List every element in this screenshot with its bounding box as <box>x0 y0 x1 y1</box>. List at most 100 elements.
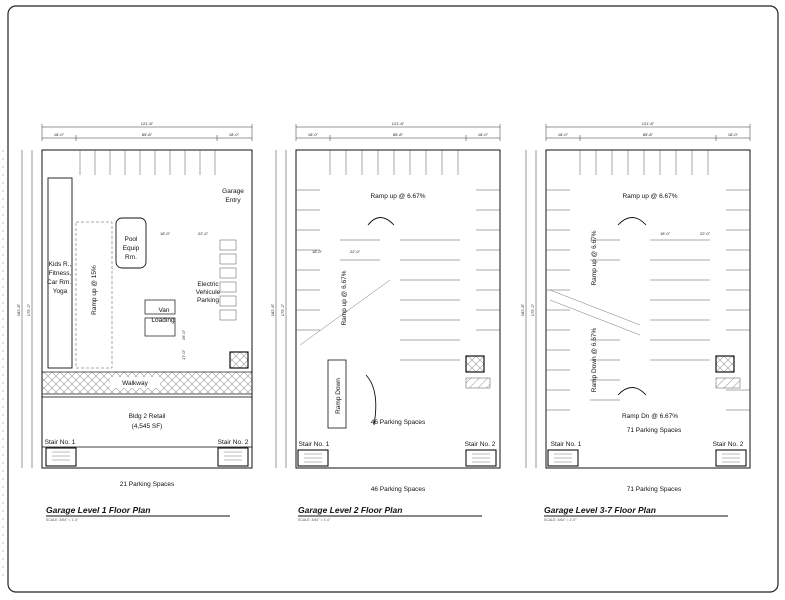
ramp-label: Ramp up @ 15% <box>91 265 98 315</box>
plan-title: Garage Level 3-7 Floor Plan <box>544 505 656 515</box>
stair1 <box>297 449 329 467</box>
ev-label-3: Parking <box>197 297 219 304</box>
dim-overall-width: 121'-8" <box>642 121 655 126</box>
stair1-label: Stair No. 1 <box>45 439 76 446</box>
ramp-down-label: Ramp Down <box>335 378 342 414</box>
stair2 <box>715 449 747 467</box>
plan-scale: SCALE: 3/64" = 1'-0" <box>544 518 577 522</box>
pool-label-2: Equip <box>123 245 140 252</box>
stair2 <box>465 449 497 467</box>
elevator-core <box>465 355 485 373</box>
plan-scale: SCALE: 3/64" = 1'-0" <box>46 518 79 522</box>
van-stall <box>144 299 176 315</box>
stair2-label: Stair No. 2 <box>218 439 249 446</box>
plan-level-3-7: 121'-8" 18'-0" 85'-8" 18'-0" 182'-8" 175… <box>520 121 751 522</box>
dim-seg-mid: 85'-8" <box>142 132 153 137</box>
kids-room-label-3: Car Rm., <box>47 279 73 286</box>
interior-parking-caption: 71 Parking Spaces <box>627 427 682 434</box>
pool-label-3: Rm. <box>125 254 137 261</box>
kids-room-label-1: Kids R., <box>49 261 72 268</box>
stair2-label: Stair No. 2 <box>713 441 744 448</box>
dim-d1: 22'-0" <box>198 231 209 236</box>
ramp-down-label: Ramp Down @ 6.67% <box>591 328 598 393</box>
dim-overall-height: 182'-8" <box>520 303 525 316</box>
ev-label-1: Electric <box>197 281 219 288</box>
dimension-strings <box>21 124 253 468</box>
retail-label-2: (4,545 SF) <box>132 423 163 430</box>
ramp-diagonal-1 <box>549 289 641 326</box>
ramp-top-label: Ramp up @ 6.67% <box>622 193 677 200</box>
ramp-diagonal <box>299 279 391 346</box>
stair2-treads <box>224 451 242 461</box>
dim-seg-mid: 85'-8" <box>393 132 404 137</box>
pool-label-1: Pool <box>124 236 138 243</box>
parking-caption: 46 Parking Spaces <box>371 486 426 493</box>
dim-inner-height: 175'-2" <box>26 303 31 316</box>
ev-stalls <box>219 239 237 321</box>
stall-lines <box>296 150 500 361</box>
kids-room-label-2: Fitness, <box>49 270 72 277</box>
dim-seg-left: 18'-0" <box>54 132 65 137</box>
ramp-vert-label: Ramp up @ 6.67% <box>341 270 348 325</box>
van-label: Van <box>158 307 169 314</box>
dim-seg-right: 18'-0" <box>229 132 240 137</box>
dim-d2: 18'-0" <box>660 231 671 236</box>
elevator-core <box>715 355 735 373</box>
dim-overall-width: 121'-8" <box>141 121 154 126</box>
loading-stall <box>144 317 176 337</box>
dimension-strings <box>525 124 751 468</box>
dim-d1: 22'-0" <box>350 249 361 254</box>
dim-inner-height: 175'-2" <box>530 303 535 316</box>
ramp-dn-label: Ramp Dn @ 6.67% <box>622 413 678 420</box>
dim-seg-left: 18'-0" <box>308 132 319 137</box>
plan-title: Garage Level 2 Floor Plan <box>298 505 402 515</box>
ramp-top-label: Ramp up @ 6.67% <box>370 193 425 200</box>
plan-scale: SCALE: 3/64" = 1'-0" <box>298 518 331 522</box>
hatched-area <box>715 377 741 389</box>
dim-d3: 26'-0" <box>181 329 186 340</box>
bldg2-retail <box>41 396 253 448</box>
stair1-label: Stair No. 1 <box>299 441 330 448</box>
dim-overall-width: 121'-8" <box>392 121 405 126</box>
dim-d4: 17'-0" <box>181 349 186 360</box>
top-stalls <box>79 150 216 175</box>
loading-label: Loading <box>151 317 175 324</box>
dim-d2: 18'-0" <box>312 249 323 254</box>
kids-fitness-room <box>47 177 73 369</box>
plan-outline <box>545 149 751 469</box>
kids-room-label-4: Yoga <box>53 288 68 295</box>
walkway-label: Walkway <box>122 380 149 387</box>
dim-overall-height: 182'-8" <box>270 303 275 316</box>
dim-seg-left: 18'-0" <box>558 132 569 137</box>
retail-label-1: Bldg 2 Retail <box>129 413 166 420</box>
parking-caption: 71 Parking Spaces <box>627 486 682 493</box>
ramp-down <box>327 359 347 429</box>
parking-caption: 21 Parking Spaces <box>120 481 175 488</box>
stair1-treads <box>52 451 70 461</box>
dim-inner-height: 175'-2" <box>280 303 285 316</box>
plan-level-2: 121'-8" 18'-0" 85'-8" 18'-0" 182'-8" 175… <box>270 121 501 522</box>
interior-parking-caption: 46 Parking Spaces <box>371 419 426 426</box>
ramp-arc-top <box>617 217 647 226</box>
stair1 <box>45 447 77 467</box>
plan-level-1: 121'-8" 18'-0" 85'-8" 18'-0" 182'-8" 175… <box>16 121 253 522</box>
garage-entry-label-1: Garage <box>222 188 244 195</box>
dim-seg-right: 18'-0" <box>478 132 489 137</box>
dim-seg-right: 18'-0" <box>728 132 739 137</box>
pool-equip-room <box>115 217 147 269</box>
plan-outline <box>41 149 253 469</box>
ramp-diagonal-2 <box>549 299 641 336</box>
stair2-label: Stair No. 2 <box>465 441 496 448</box>
dim-overall-height: 182'-8" <box>16 303 21 316</box>
sheet-border <box>7 5 779 593</box>
plan-outline <box>295 149 501 469</box>
dim-d1: 22'-0" <box>700 231 711 236</box>
stair2-treads <box>722 453 740 463</box>
ramp-up-vert-label: Ramp up @ 6.67% <box>591 230 598 285</box>
ramp-arc-bottom <box>365 374 377 426</box>
ramp-15 <box>75 221 113 369</box>
plan-title: Garage Level 1 Floor Plan <box>46 505 150 515</box>
ramp-arc-bottom <box>617 387 647 396</box>
garage-entry-label-2: Entry <box>225 197 241 204</box>
